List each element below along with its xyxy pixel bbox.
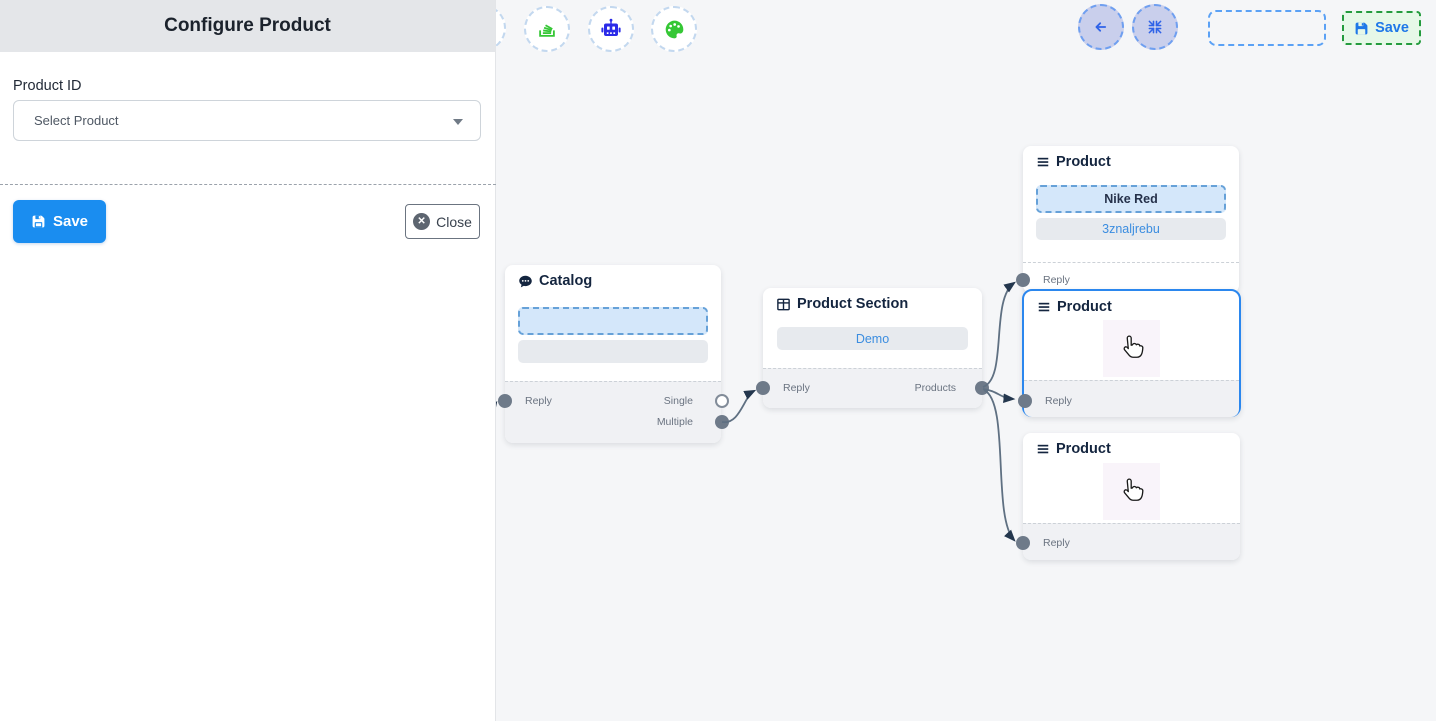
floppy-icon xyxy=(31,214,46,229)
page-title: Configure Product xyxy=(164,15,331,36)
catalog-input-field[interactable] xyxy=(518,307,708,335)
product-1-id-field[interactable]: 3znaljrebu xyxy=(1036,218,1226,240)
catalog-multiple-label: Multiple xyxy=(656,416,693,428)
product-section-title: Product Section xyxy=(797,296,909,312)
save-button-label: Save xyxy=(52,213,89,230)
product-3-reply-label: Reply xyxy=(1043,537,1070,549)
product-3-header: Product xyxy=(1036,441,1111,457)
toolbar-button-hidden[interactable] xyxy=(496,5,506,51)
product-section-header: Product Section xyxy=(776,296,908,312)
product-3-title: Product xyxy=(1056,441,1111,457)
product-1-header: Product xyxy=(1036,154,1111,170)
catalog-reply-label: Reply xyxy=(525,395,552,407)
catalog-single-label: Single xyxy=(663,395,693,407)
back-button[interactable] xyxy=(1078,4,1124,50)
close-button-label: Close xyxy=(436,213,472,230)
menu-icon xyxy=(1036,442,1050,456)
dropdown-placeholder: Select Product xyxy=(34,113,119,128)
product-1-footer xyxy=(1023,262,1239,293)
product-2-header: Product xyxy=(1037,299,1112,315)
robot-icon xyxy=(599,17,623,41)
catalog-node-header: Catalog xyxy=(518,273,592,289)
empty-slot-button[interactable] xyxy=(1208,10,1326,46)
product-1-name-field[interactable]: Nike Red xyxy=(1036,185,1226,213)
product-id-label: Product ID xyxy=(13,78,82,94)
canvas-save-button[interactable]: Save xyxy=(1342,11,1421,45)
product-section-field[interactable]: Demo xyxy=(777,327,968,350)
palette-button[interactable] xyxy=(651,6,697,52)
catalog-node-title: Catalog xyxy=(539,273,593,289)
product-node-3[interactable]: Product Reply xyxy=(1016,433,1240,560)
product-section-field-value: Demo xyxy=(855,331,890,346)
arrow-left-icon xyxy=(1091,17,1111,37)
divider xyxy=(0,184,496,185)
flow-canvas[interactable]: Save Catalog xyxy=(496,0,1436,721)
edge-section-to-product3 xyxy=(983,389,1016,542)
configure-product-panel: Configure Product Product ID Select Prod… xyxy=(0,0,496,721)
stack-icon xyxy=(536,18,558,40)
catalog-secondary-field[interactable] xyxy=(518,340,708,363)
product-node-2-selected[interactable]: Product Reply xyxy=(1018,289,1241,417)
product-2-title: Product xyxy=(1057,299,1112,315)
fit-view-button[interactable] xyxy=(1132,4,1178,50)
product-2-reply-label: Reply xyxy=(1045,395,1072,407)
save-button[interactable]: Save xyxy=(13,200,106,243)
catalog-reply-port[interactable] xyxy=(498,394,512,408)
catalog-node[interactable]: Catalog Reply Single Multiple xyxy=(498,265,729,443)
product-node-1[interactable]: Product Nike Red 3znaljrebu Reply xyxy=(1016,146,1239,293)
product-section-products-port[interactable] xyxy=(975,381,989,395)
menu-icon xyxy=(1036,155,1050,169)
product-section-reply-port[interactable] xyxy=(756,381,770,395)
product-select-dropdown[interactable]: Select Product xyxy=(13,100,481,141)
table-grid-icon xyxy=(776,297,791,312)
product-1-reply-port[interactable] xyxy=(1016,273,1030,287)
close-button[interactable]: ✕ Close xyxy=(405,204,480,239)
product-section-reply-label: Reply xyxy=(783,382,810,394)
compress-icon xyxy=(1146,18,1164,36)
product-1-name-value: Nike Red xyxy=(1104,192,1158,206)
stack-button[interactable] xyxy=(524,6,570,52)
product-section-products-label: Products xyxy=(914,382,956,394)
panel-header: Configure Product xyxy=(0,0,495,52)
chat-bubble-icon xyxy=(518,274,533,289)
product-2-footer xyxy=(1024,380,1239,417)
close-icon: ✕ xyxy=(413,213,431,230)
edge-section-to-product1 xyxy=(982,281,1016,388)
catalog-node-footer xyxy=(505,381,721,443)
product-2-reply-port[interactable] xyxy=(1018,394,1032,408)
catalog-multiple-port[interactable] xyxy=(715,415,729,429)
catalog-single-port[interactable] xyxy=(715,394,729,408)
palette-icon xyxy=(663,18,686,41)
canvas-save-label: Save xyxy=(1375,20,1409,36)
product-1-reply-label: Reply xyxy=(1043,274,1070,286)
product-1-title: Product xyxy=(1056,154,1111,170)
menu-icon xyxy=(1037,300,1051,314)
floppy-icon xyxy=(1354,21,1369,36)
product-section-node[interactable]: Product Section Demo Reply Products xyxy=(756,288,989,408)
product-section-footer xyxy=(763,368,982,408)
product-3-footer xyxy=(1023,523,1240,560)
product-3-reply-port[interactable] xyxy=(1016,536,1030,550)
chevron-down-icon xyxy=(453,119,463,125)
bot-button[interactable] xyxy=(588,6,634,52)
product-1-id-value: 3znaljrebu xyxy=(1102,222,1160,236)
